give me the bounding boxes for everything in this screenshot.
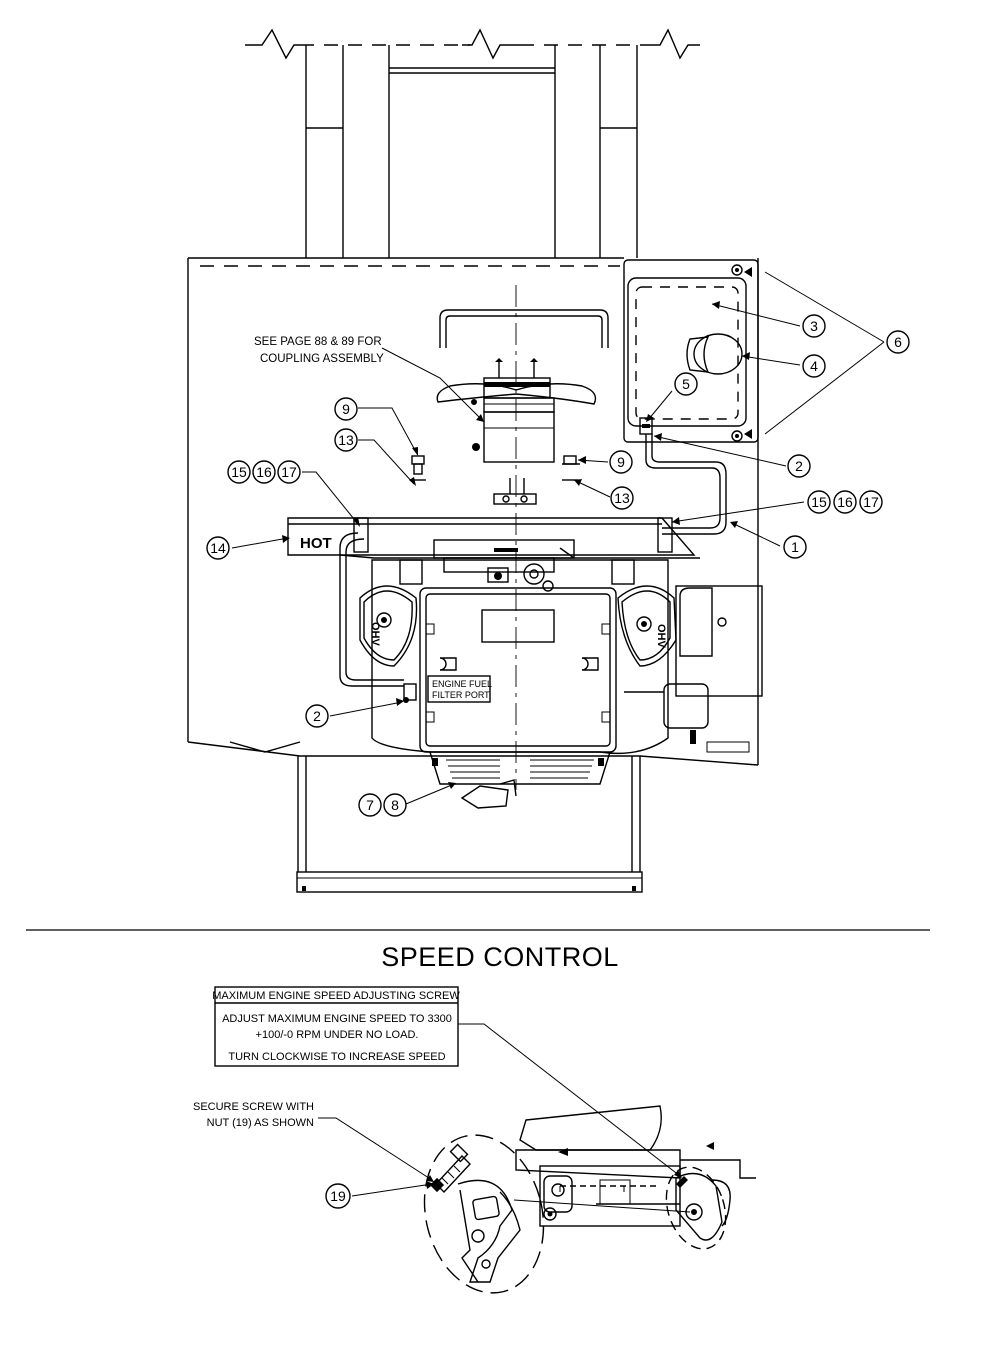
svg-text:4: 4 <box>810 358 818 374</box>
mount-rail: HOT <box>287 517 700 559</box>
bolts-and-washers <box>410 455 580 505</box>
callout-4: 4 <box>802 354 826 378</box>
ohv-label-right: OHV <box>655 624 667 649</box>
fuel-line <box>339 434 727 687</box>
callout-15-16-17-right: 15 16 17 <box>807 490 883 514</box>
callout-1: 1 <box>783 535 807 559</box>
engine-body: ENGINE FUEL FILTER PORT <box>371 539 669 755</box>
valve-cover-right: OHV <box>617 585 677 667</box>
fuel-filter-label-2: FILTER PORT <box>432 690 490 700</box>
callout-5: 5 <box>674 372 698 396</box>
svg-text:3: 3 <box>810 318 818 334</box>
svg-text:19: 19 <box>330 1188 346 1204</box>
svg-text:15: 15 <box>811 494 827 510</box>
svg-text:2: 2 <box>795 458 803 474</box>
speed-box-line-1: ADJUST MAXIMUM ENGINE SPEED TO 3300 <box>222 1013 452 1025</box>
hot-label: HOT <box>300 535 332 552</box>
muffler <box>429 751 611 809</box>
carburetor-detail <box>458 1023 756 1250</box>
secure-note-line-1: SECURE SCREW WITH <box>193 1101 314 1113</box>
callout-13-right: 13 <box>610 486 634 510</box>
secure-note-line-2: NUT (19) AS SHOWN <box>207 1117 314 1129</box>
svg-text:8: 8 <box>391 797 399 813</box>
callout-7-8: 7 8 <box>358 793 407 817</box>
svg-text:16: 16 <box>837 494 853 510</box>
speed-box-header: MAXIMUM ENGINE SPEED ADJUSTING SCREW <box>212 990 460 1002</box>
callout-14: 14 <box>206 536 230 560</box>
fuel-filter-label-1: ENGINE FUEL <box>432 679 492 689</box>
svg-text:2: 2 <box>313 708 321 724</box>
callout-9-left: 9 <box>334 397 358 421</box>
svg-text:7: 7 <box>366 797 374 813</box>
svg-text:17: 17 <box>863 494 879 510</box>
callout-15-16-17-left: 15 16 17 <box>227 460 301 484</box>
svg-text:16: 16 <box>256 464 272 480</box>
fuel-tank <box>623 259 759 443</box>
speed-control-title: SPEED CONTROL <box>381 942 619 972</box>
callout-3: 3 <box>802 314 826 338</box>
svg-text:1: 1 <box>791 539 799 555</box>
callout-2-upper: 2 <box>787 454 811 478</box>
svg-text:5: 5 <box>682 376 690 392</box>
callouts-main: 6 3 4 5 2 1 15 16 17 <box>206 314 910 817</box>
callout-6: 6 <box>886 330 910 354</box>
leader-lines <box>231 267 885 805</box>
speed-box-line-3: TURN CLOCKWISE TO INCREASE SPEED <box>228 1051 445 1063</box>
svg-text:9: 9 <box>617 454 625 470</box>
svg-text:9: 9 <box>342 401 350 417</box>
callout-9-right: 9 <box>609 450 633 474</box>
svg-text:6: 6 <box>894 334 902 350</box>
valve-cover-left: OHV <box>359 585 418 667</box>
speed-adjust-box: MAXIMUM ENGINE SPEED ADJUSTING SCREW ADJ… <box>212 986 460 1067</box>
svg-text:17: 17 <box>281 464 297 480</box>
callout-2-lower: 2 <box>305 704 329 728</box>
right-side-assembly <box>624 585 763 744</box>
svg-text:13: 13 <box>614 490 630 506</box>
coupling-note-line-1: SEE PAGE 88 & 89 FOR <box>254 336 382 348</box>
coupling-note-line-2: COUPLING ASSEMBLY <box>260 353 384 365</box>
ohv-label-left: OHV <box>369 622 381 647</box>
svg-text:13: 13 <box>338 432 354 448</box>
svg-text:15: 15 <box>231 464 247 480</box>
callout-13-left: 13 <box>334 428 358 452</box>
coupling <box>436 309 609 463</box>
svg-text:14: 14 <box>210 540 226 556</box>
upper-frame <box>245 28 700 258</box>
governor-detail <box>318 1117 691 1294</box>
speed-box-line-2: +100/-0 RPM UNDER NO LOAD. <box>256 1029 419 1041</box>
callout-19: 19 <box>325 1183 351 1209</box>
